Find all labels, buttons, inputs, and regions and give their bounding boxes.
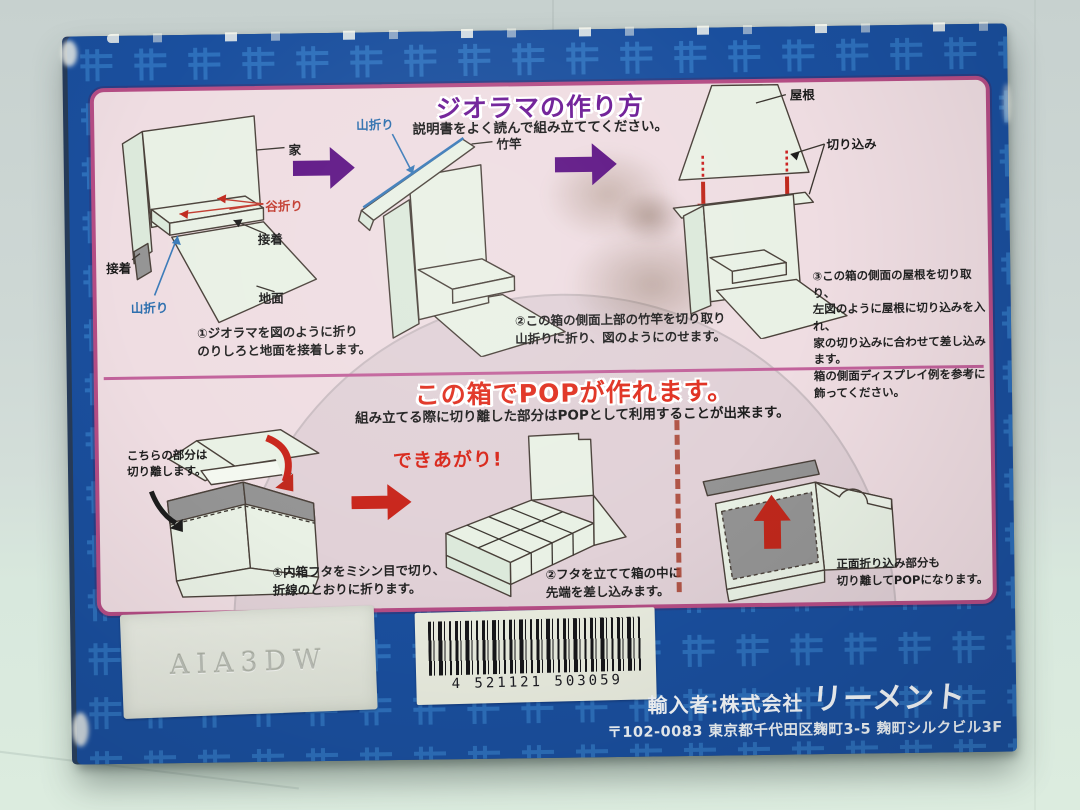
label-glue-right: 接着 — [257, 231, 283, 247]
importer-line: 輸入者:株式会社 リーメント — [647, 672, 968, 720]
label-mountain-fold: 山折り — [356, 117, 394, 133]
barcode-label: 4 521121 503059 — [414, 607, 657, 706]
label-house: 家 — [288, 142, 302, 158]
instruction-panel: ジオラマの作り方 説明書をよく読んで組み立ててください。 — [89, 75, 997, 617]
importer-label: 輸入者:株式会社 — [647, 691, 804, 718]
wall-corner-seam — [1034, 0, 1036, 810]
pop-front-caption: 正面折り込み部分も 切り離してPOPになります。 — [836, 555, 989, 588]
product-box-back: ジオラマの作り方 説明書をよく読んで組み立ててください。 — [61, 21, 1018, 765]
brand-logo: リーメント — [810, 680, 968, 718]
pop-front-diagram — [699, 443, 911, 604]
cut-note: こちらの部分は 切り離します。 — [126, 447, 208, 479]
label-pole: 竹竿 — [496, 136, 522, 152]
step3-caption: ③この箱の側面の屋根を切り取り、 左図のように屋根に切り込みを入れ、 家の切り込… — [812, 266, 986, 400]
pop-step1-diagram — [140, 424, 373, 609]
embossed-label: AIA3DW — [119, 605, 378, 719]
step1-caption: ①ジオラマを図のように折り のりしろと地面を接着します。 — [197, 323, 372, 359]
label-roof: 屋根 — [789, 87, 815, 103]
pop-step2-caption: ②フタを立てて箱の中に 先端を差し込みます。 — [545, 565, 682, 601]
box-edge-wear — [1002, 83, 1012, 124]
pop-step2-diagram — [429, 430, 666, 601]
label-valley-fold: 谷折り — [265, 198, 303, 214]
step2-diagram: 山折り 竹竿 — [350, 105, 603, 358]
box-corner-wear — [61, 40, 78, 67]
step1-diagram: 家 谷折り 接着 接着 山折り 地面 — [104, 107, 357, 350]
emboss-code: AIA3DW — [169, 643, 329, 681]
box-corner-wear — [72, 712, 89, 747]
barcode-icon — [427, 616, 644, 676]
label-ground: 地面 — [258, 290, 284, 306]
wall-seam — [552, 0, 554, 38]
label-glue-left: 接着 — [106, 260, 132, 277]
label-slit: 切り込み — [826, 136, 877, 153]
pop-step1-caption: ①内箱フタをミシン目で切り、 折線のとおりに折ります。 — [272, 562, 446, 598]
step3-diagram: 屋根 切り込み — [638, 81, 902, 341]
label-mountain-fold: 山折り — [130, 300, 169, 316]
